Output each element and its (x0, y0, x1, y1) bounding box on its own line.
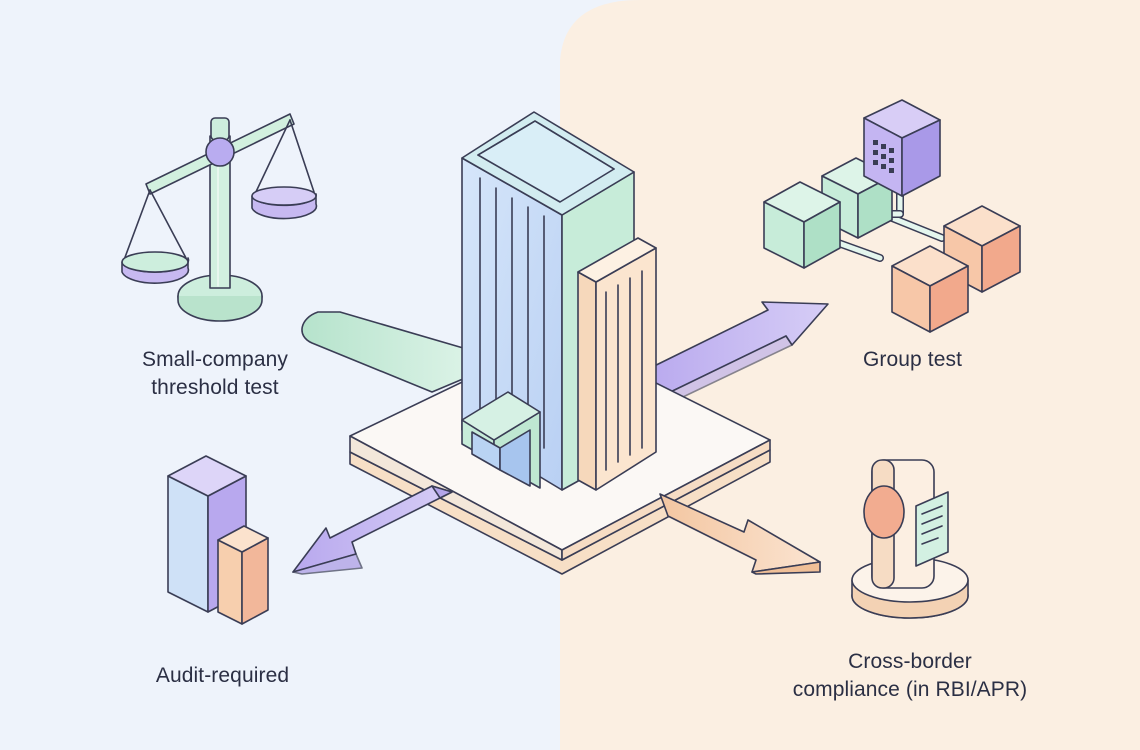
small-company-label-line1: Small-company (141, 348, 288, 371)
compliance-device-icon (851, 459, 969, 619)
small-company-label-line2: threshold test (151, 376, 279, 399)
arrow-to-audit-required (292, 485, 453, 575)
balance-scale-icon (121, 113, 318, 322)
group-structure-icon (763, 99, 1021, 333)
annex-building (577, 237, 657, 491)
right-background-panel (560, 0, 1140, 750)
bar-chart-icon (167, 455, 269, 625)
cross-border-compliance-label: Cross-border compliance (in RBI/APR) (755, 648, 1065, 704)
small-company-threshold-label: Small-company threshold test (100, 346, 330, 402)
group-test-label: Group test (830, 346, 995, 374)
arrow-to-cross-border (659, 493, 821, 575)
arrow-to-group-test (639, 301, 829, 407)
cross-border-label-line2: compliance (in RBI/APR) (792, 678, 1028, 701)
audit-required-label: Audit-required (120, 662, 325, 690)
cross-border-label-line1: Cross-border (848, 650, 972, 673)
audit-required-label-text: Audit-required (155, 664, 290, 687)
group-test-label-text: Group test (862, 348, 963, 371)
